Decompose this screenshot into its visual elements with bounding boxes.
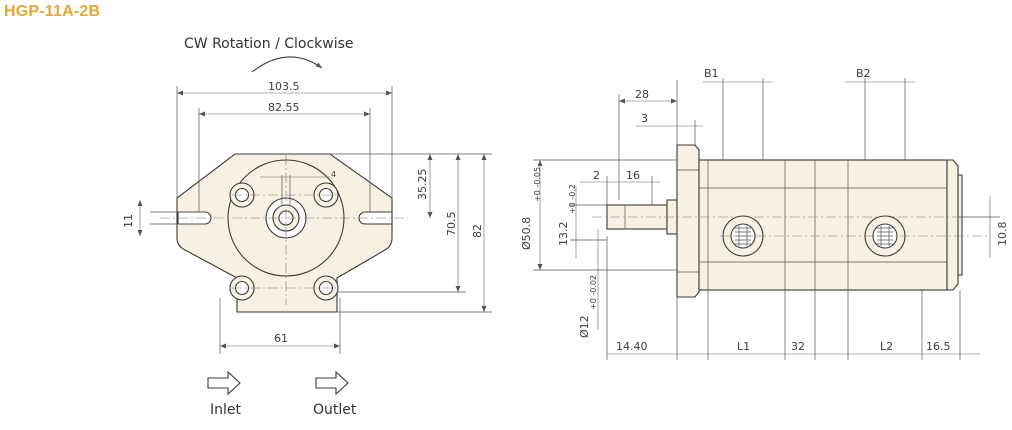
- dim-l2: L2: [880, 340, 893, 353]
- dim-shaft-step: 2: [593, 169, 600, 182]
- dim-b1: B1: [704, 67, 719, 80]
- rotation-indicator: CW Rotation / Clockwise: [184, 36, 354, 73]
- dim-width-holes: 82.55: [268, 101, 300, 114]
- dim-shaft-dia: Ø12: [578, 315, 591, 338]
- dim-b2: B2: [856, 67, 871, 80]
- side-flange: [676, 144, 700, 298]
- dim-rear-len: 16.5: [926, 340, 951, 353]
- dim-width-total: 103.5: [268, 80, 300, 93]
- inlet-arrow-icon: [207, 370, 241, 396]
- dim-height-upper: 35.25: [416, 169, 429, 201]
- dim-shaft-len: 16: [626, 169, 640, 182]
- outlet-arrow-icon: [315, 370, 349, 396]
- dim-pilot-tol: +0 -0.05: [533, 167, 542, 202]
- front-view: 103.5 82.55 4 11 35.25 70.5 82 61: [122, 80, 492, 354]
- dim-bolt-spacing: 61: [274, 332, 288, 345]
- outlet-label: Outlet: [313, 402, 357, 418]
- drawing-title: HGP-11A-2B: [4, 3, 101, 20]
- side-view: B1 B2 28 3 2 16 Ø50.8 +0 -0.05 13.2 +0 -…: [520, 67, 1009, 360]
- dim-front-len: 14.40: [616, 340, 648, 353]
- dim-key-height-tol: +0 -0.2: [568, 184, 577, 214]
- dim-shaft-dia-tol: +0 -0.02: [589, 275, 598, 310]
- dim-height-total: 82: [471, 224, 484, 238]
- dim-port-offset: 10.8: [996, 222, 1009, 247]
- dim-l1: L1: [737, 340, 750, 353]
- dim-height-mid: 70.5: [445, 212, 458, 237]
- dim-flange-offset: 28: [635, 88, 649, 101]
- rear-cap: [946, 159, 959, 291]
- dim-key: 4: [331, 170, 336, 179]
- rotation-arrow-icon: [251, 56, 323, 73]
- right-slot: [358, 211, 393, 225]
- rotation-label: CW Rotation / Clockwise: [184, 36, 354, 52]
- dim-pilot-dia: Ø50.8: [520, 217, 533, 250]
- left-slot: [177, 211, 212, 225]
- flow-legend: Inlet Outlet: [207, 370, 357, 418]
- dim-key-height: 13.2: [557, 222, 570, 247]
- dim-flange-thk: 3: [641, 112, 648, 125]
- inlet-label: Inlet: [210, 402, 242, 418]
- dim-slot: 11: [122, 214, 135, 228]
- dim-gap: 32: [791, 340, 805, 353]
